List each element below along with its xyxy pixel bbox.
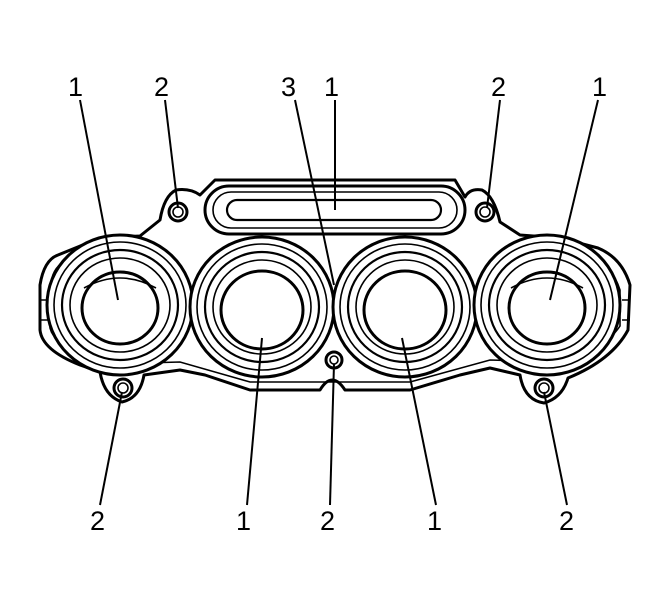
callout-top-left-2: 2 bbox=[154, 72, 169, 102]
callout-top-center-1: 1 bbox=[324, 72, 339, 102]
leader-top-right-1 bbox=[549, 99, 599, 301]
callout-top-center-3: 3 bbox=[281, 72, 296, 102]
bore-center-left bbox=[188, 235, 336, 379]
leader-bottom-left-2 bbox=[99, 391, 123, 506]
callout-bottom-center-right-1: 1 bbox=[427, 506, 442, 536]
bore-center-right bbox=[331, 235, 479, 379]
callout-bottom-right-2: 2 bbox=[559, 506, 574, 536]
leader-top-left-2 bbox=[164, 99, 179, 209]
leader-top-center-3 bbox=[294, 99, 335, 286]
leader-lines bbox=[79, 99, 599, 506]
mounting-hole-top-right bbox=[474, 201, 496, 223]
leader-top-left-1 bbox=[79, 99, 119, 301]
bore-far-right bbox=[472, 233, 622, 377]
bore-far-left bbox=[45, 233, 195, 377]
leader-bottom-center-2 bbox=[329, 363, 335, 506]
callout-bottom-center-2: 2 bbox=[320, 506, 335, 536]
mounting-hole-bottom-left bbox=[112, 377, 134, 399]
callout-bottom-left-2: 2 bbox=[90, 506, 105, 536]
callout-bottom-center-left-1: 1 bbox=[236, 506, 251, 536]
leader-top-right-2 bbox=[486, 99, 501, 209]
callout-top-right-2: 2 bbox=[491, 72, 506, 102]
callout-labels: 1 2 3 1 2 1 2 1 2 1 2 bbox=[68, 72, 607, 536]
callout-top-right-1: 1 bbox=[592, 72, 607, 102]
leader-bottom-right-2 bbox=[543, 391, 568, 506]
leader-bottom-center-right-1 bbox=[401, 337, 437, 506]
mounting-hole-top-left bbox=[167, 201, 189, 223]
callout-top-left-1: 1 bbox=[68, 72, 83, 102]
leader-bottom-center-left-1 bbox=[246, 337, 263, 506]
